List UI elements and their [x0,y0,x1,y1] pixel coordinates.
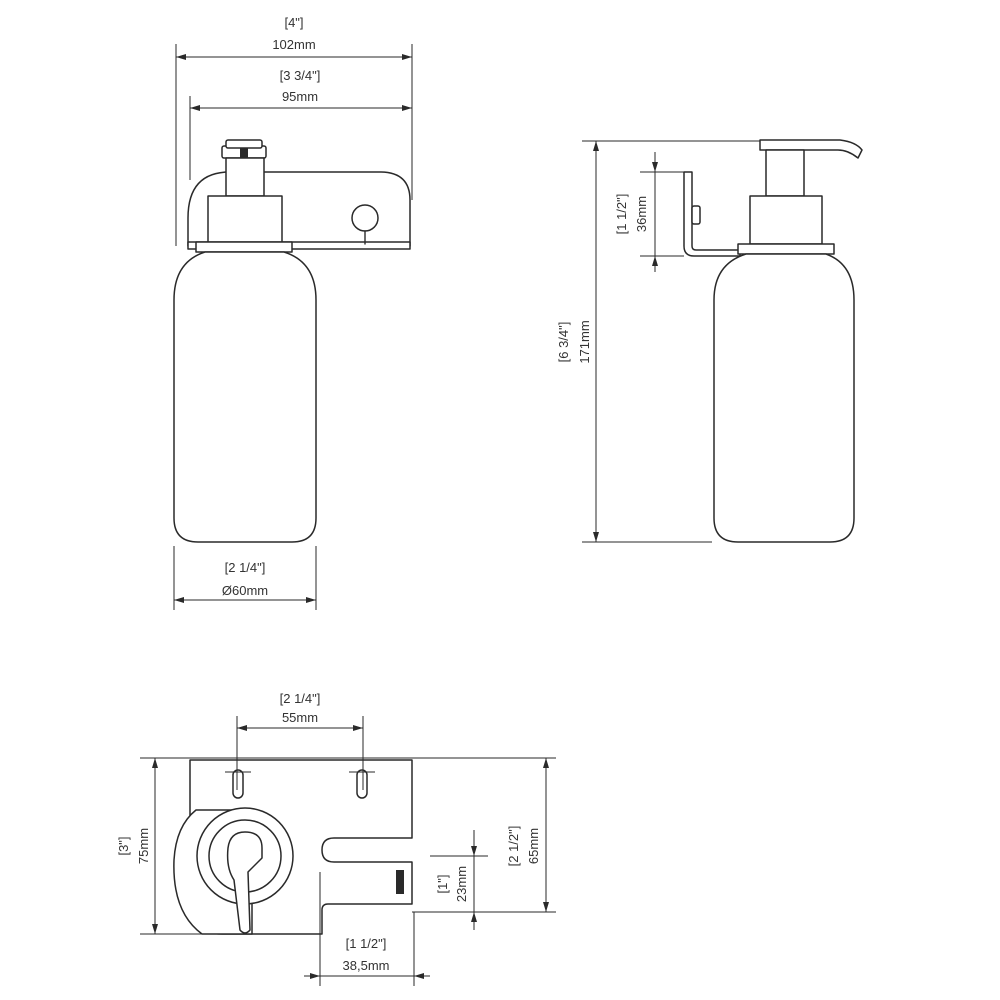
dimension-depth: [3"] 75mm [116,757,556,935]
hole-spacing-inch-label: [2 1/4"] [280,691,321,706]
slot-offset-mm-label: 38,5mm [343,958,390,973]
dimension-total-height: [6 3/4"] 171mm [556,140,760,543]
overall-width-mm-label: 102mm [272,37,315,52]
top-view: [2 1/4"] 55mm [3"] 75mm [2 1/2"] 65mm [116,691,556,986]
side-pump-spout [759,139,863,159]
depth-mm-label: 75mm [136,828,151,864]
total-height-inch-label: [6 3/4"] [556,322,571,363]
side-neck-ring [737,243,835,255]
bracket-width-inch-label: [3 3/4"] [280,68,321,83]
dimension-slot-offset: [1 1/2"] 38,5mm [304,872,430,986]
top-locking-tab [396,870,404,894]
side-pump-stem [765,149,805,197]
pump-stem [225,157,265,197]
dimension-overall-width: [4"] 102mm [175,15,413,246]
slot-width-mm-label: 23mm [454,866,469,902]
dimension-bracket-width: [3 3/4"] 95mm [189,68,413,180]
bottle-neck-ring [195,241,293,253]
pump-height-inch-label: [1 1/2"] [614,194,629,235]
bracket-shelf [187,241,411,250]
fixing-screw [351,204,379,232]
front-view: [4"] 102mm [3 3/4"] 95mm [2 1/4"] Ø60mm [173,15,413,610]
overall-width-inch-label: [4"] [284,15,303,30]
dimension-hole-spacing: [2 1/4"] 55mm [236,691,364,790]
slot-depth-mm-label: 65mm [526,828,541,864]
pump-tip [240,148,248,158]
bottle-diameter-inch-label: [2 1/4"] [225,560,266,575]
side-screw-head [691,205,701,225]
pump-cap [225,139,263,149]
dimension-bottle-diameter: [2 1/4"] Ø60mm [173,546,317,610]
bracket-width-mm-label: 95mm [282,89,318,104]
soap-bottle [173,251,317,543]
top-pump-spout [226,831,263,934]
slot-offset-inch-label: [1 1/2"] [346,936,387,951]
dimension-slot-width: [1"] 23mm [430,830,488,930]
slot-width-inch-label: [1"] [435,874,450,893]
side-view: [6 3/4"] 171mm [1 1/2"] 36mm [556,139,863,543]
dimension-slot-depth: [2 1/2"] 65mm [412,758,556,913]
pump-height-mm-label: 36mm [634,196,649,232]
dimension-pump-height: [1 1/2"] 36mm [614,152,684,272]
side-pump-collar [749,195,823,245]
hole-spacing-mm-label: 55mm [282,710,318,725]
slot-depth-inch-label: [2 1/2"] [506,826,521,867]
pump-collar [207,195,283,243]
depth-inch-label: [3"] [116,836,131,855]
bottle-diameter-mm-label: Ø60mm [222,583,268,598]
total-height-mm-label: 171mm [577,320,592,363]
side-soap-bottle [713,253,855,543]
mounting-hole-left [225,769,251,799]
mounting-hole-right [349,769,375,799]
